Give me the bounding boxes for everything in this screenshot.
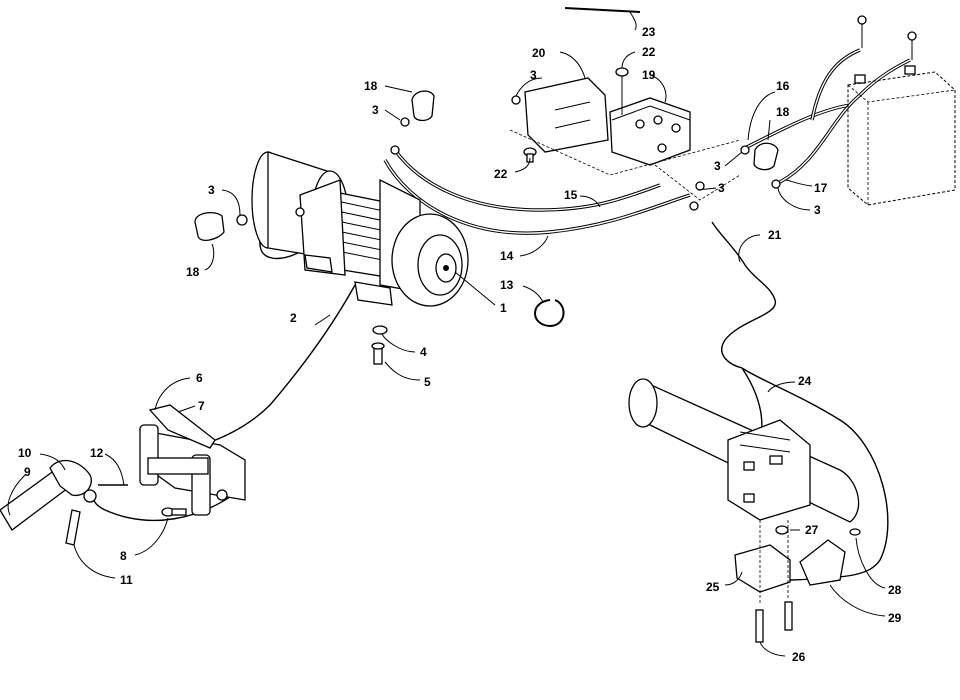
hook-10: [49, 459, 92, 497]
lower-clamp-25: [734, 544, 791, 593]
screw-28: [849, 528, 861, 536]
roller-horizontal: [147, 457, 209, 475]
roller-left: [139, 424, 159, 486]
callout-11: 11: [120, 573, 133, 587]
terminal-boot-18-left: [194, 211, 248, 242]
callout-20: 20: [532, 46, 546, 60]
cable-2: [204, 284, 356, 445]
wiring: [93, 48, 911, 581]
screw-26a: [755, 609, 764, 643]
callout-22: 22: [642, 45, 656, 59]
callout-3: 3: [814, 203, 821, 217]
callout-12: 12: [90, 446, 104, 460]
callout-19: 19: [642, 68, 656, 82]
callout-18: 18: [364, 79, 378, 93]
callout-4: 4: [420, 345, 427, 359]
terminal-boot-18-top: [400, 90, 435, 127]
nut-3a: [511, 95, 521, 105]
callout-23: 23: [642, 25, 656, 39]
callout-24: 24: [798, 374, 812, 388]
callout-21: 21: [768, 228, 782, 242]
callout-3: 3: [714, 159, 721, 173]
nut-3d: [689, 201, 699, 211]
callout-5: 5: [424, 375, 431, 389]
callout-22: 22: [494, 167, 508, 181]
bracket-29: [799, 539, 846, 586]
winch-assembly: [251, 145, 469, 307]
callout-2: 2: [290, 311, 297, 325]
callout-15: 15: [564, 188, 578, 202]
callout-13: 13: [500, 278, 514, 292]
callout-3: 3: [208, 183, 215, 197]
mount-bracket-7: [148, 404, 216, 449]
nut-3c: [695, 181, 705, 191]
solenoid-19: [609, 97, 691, 166]
frame-plate-left: [299, 179, 346, 276]
handlebar-switch-assembly: [628, 378, 861, 643]
snap-ring-13: [534, 299, 565, 328]
callout-labels: 1 2 3 3 3 3 3 3 4 5 6 7 8 9 10 11 12 13 …: [18, 25, 902, 664]
callout-18: 18: [186, 265, 200, 279]
leader-lines: [7, 11, 886, 657]
callout-16: 16: [776, 79, 790, 93]
screw-26b: [784, 601, 793, 631]
callout-29: 29: [888, 611, 902, 625]
winch-foot: [354, 281, 393, 306]
callout-26: 26: [792, 650, 806, 664]
solenoid-assembly: [509, 77, 741, 201]
callout-17: 17: [814, 181, 828, 195]
battery: [847, 15, 956, 206]
callout-10: 10: [18, 446, 32, 460]
callout-3: 3: [372, 103, 379, 117]
callout-8: 8: [120, 549, 127, 563]
battery-bolt-left: [857, 15, 867, 25]
callout-7: 7: [198, 399, 205, 413]
callout-6: 6: [196, 371, 203, 385]
nut-3b: [740, 145, 750, 155]
cable-tie-23: [564, 7, 641, 13]
harness-24: [741, 367, 889, 581]
callout-3: 3: [530, 68, 537, 82]
bolt-5: [371, 342, 385, 365]
terminal-boot-18-right: [753, 142, 779, 171]
callout-1: 1: [500, 301, 507, 315]
washer-27: [775, 525, 789, 535]
harness-21: [711, 221, 776, 369]
bolt-8: [161, 507, 187, 517]
callout-25: 25: [706, 580, 720, 594]
callout-9: 9: [24, 465, 31, 479]
callout-14: 14: [500, 249, 514, 263]
pin-11: [65, 509, 81, 546]
callout-27: 27: [805, 523, 819, 537]
callout-28: 28: [888, 583, 902, 597]
callout-3: 3: [718, 181, 725, 195]
mounting-plate-20: [524, 77, 609, 153]
fairlead-assembly: [139, 404, 246, 516]
battery-bolt-right: [907, 31, 917, 41]
switch-housing: [727, 419, 811, 521]
callout-18: 18: [776, 105, 790, 119]
hook-strap-assembly: [0, 459, 128, 546]
nut-3e: [771, 179, 781, 189]
washer-4: [372, 325, 388, 335]
